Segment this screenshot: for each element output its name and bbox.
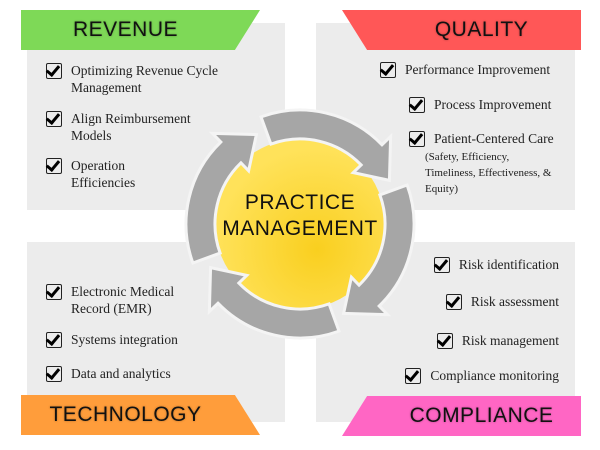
technology-item: Systems integration [46, 331, 178, 348]
checkbox-icon [46, 63, 62, 79]
checkbox-icon [433, 257, 450, 273]
quality-header: QUALITY [342, 10, 581, 50]
technology-header: TECHNOLOGY [21, 395, 260, 435]
center-title-line2: MANAGEMENT [222, 217, 378, 240]
quality-item: Process Improvement [409, 96, 551, 113]
revenue-header: REVENUE [21, 10, 260, 50]
item-label: Align Reimbursement Models [71, 111, 191, 143]
technology-item: Data and analytics [46, 365, 171, 382]
checkbox-icon [445, 294, 462, 310]
item-label: Optimizing Revenue Cycle Management [71, 63, 218, 95]
cycle-arrow-icon [341, 183, 416, 317]
item-label: Process Improvement [434, 97, 552, 112]
item-label: Systems integration [71, 332, 178, 347]
compliance-header: COMPLIANCE [342, 396, 581, 436]
item-label: Risk assessment [470, 294, 559, 309]
core-circle [215, 139, 385, 309]
compliance-item: Compliance monitoring [405, 367, 559, 384]
cycle-arrow-icon [207, 265, 341, 340]
center-title-line1: PRACTICE [244, 191, 356, 214]
checkbox-icon [46, 111, 62, 127]
item-label: Risk management [461, 333, 559, 348]
revenue-item: Operation Efficiencies [46, 157, 166, 191]
checkbox-icon [46, 284, 62, 300]
quality-item: Patient-Centered Care (Safety, Efficiency… [409, 130, 559, 197]
checkbox-icon [409, 131, 425, 147]
checkbox-icon [46, 158, 62, 174]
item-label: Electronic Medical Record (EMR) [71, 284, 175, 316]
item-label: Compliance monitoring [430, 368, 559, 383]
checkbox-icon [405, 368, 422, 384]
checkbox-icon [409, 97, 425, 113]
cycle-arrow-icon [259, 108, 393, 183]
item-note: (Safety, Efficiency, Timeliness, Effecti… [425, 151, 552, 195]
compliance-item: Risk identification [433, 256, 559, 273]
cycle-arrow-icon [184, 131, 259, 265]
revenue-item: Align Reimbursement Models [46, 110, 216, 144]
item-label: Patient-Centered Care [434, 131, 554, 146]
item-label: Performance Improvement [405, 62, 551, 77]
technology-item: Electronic Medical Record (EMR) [46, 283, 196, 317]
item-label: Data and analytics [71, 366, 171, 381]
checkbox-icon [46, 332, 62, 348]
checkbox-icon [380, 62, 396, 78]
item-label: Risk identification [458, 257, 559, 272]
compliance-item: Risk management [436, 332, 559, 349]
checkbox-icon [436, 333, 453, 349]
item-label: Operation Efficiencies [71, 158, 136, 190]
quality-item: Performance Improvement [380, 61, 550, 78]
center-title: PRACTICE MANAGEMENT [215, 190, 385, 242]
compliance-item: Risk assessment [445, 293, 559, 310]
checkbox-icon [46, 366, 62, 382]
revenue-item: Optimizing Revenue Cycle Management [46, 62, 236, 96]
